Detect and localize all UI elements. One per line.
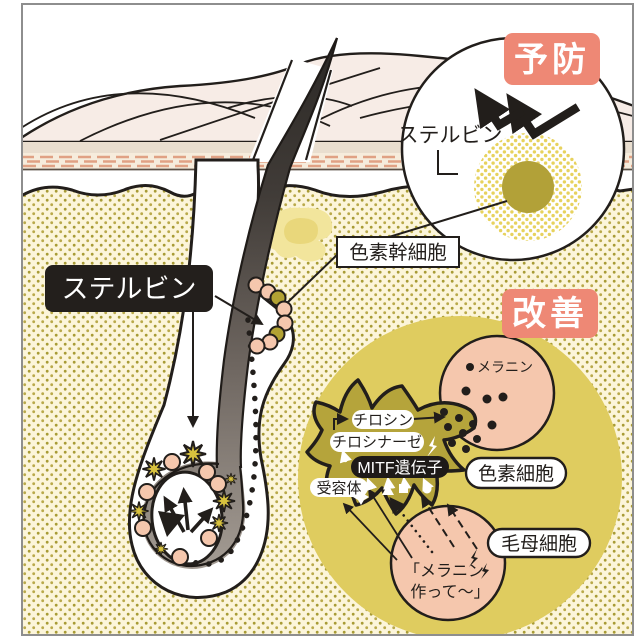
melanosome-dots	[440, 408, 481, 453]
improvement-badge-label: 改善	[512, 295, 588, 333]
pigment-cell-label: 色素細胞	[478, 463, 554, 485]
magnifier-sterubin-label: ステルビン	[398, 124, 503, 147]
tyrosinase-pill: チロシナーゼ	[330, 432, 424, 452]
square-ligand-icon	[399, 484, 408, 493]
mitf-gene-label: MITF遺伝子	[357, 459, 442, 477]
migration-dotted-path	[185, 317, 259, 567]
enzyme-arrows	[333, 411, 446, 430]
hair-matrix-cell-label: 毛母細胞	[501, 533, 577, 555]
signal-arrows	[342, 488, 478, 561]
sterubin-box-label: ステルビン	[62, 274, 197, 304]
pigment-stem-cell-label: 色素幹細胞	[349, 241, 447, 264]
melanin-label: メラニン	[477, 359, 533, 375]
dermis-top-border	[22, 184, 197, 198]
white-signal-arrows	[339, 449, 434, 492]
speech-text-line1: 「メラニン	[404, 562, 484, 580]
frame-border	[21, 3, 634, 636]
improvement-view: メラニン 「メラニン 作って〜」	[298, 289, 622, 635]
tyrosinase-label: チロシナーゼ	[332, 434, 422, 451]
pigment-stem-cell-box: 色素幹細胞	[336, 236, 460, 268]
improvement-badge: 改善	[502, 289, 598, 338]
papilla-triangle	[158, 511, 185, 537]
hair-matrix-cell-pill: 毛母細胞	[486, 527, 592, 559]
pigment-cell-pill: 色素細胞	[464, 456, 568, 490]
sterubin-label-bracket	[437, 150, 458, 175]
follicle-funnel	[248, 58, 333, 162]
receptor-label: 受容体	[316, 480, 361, 497]
prevention-badge-label: 予防	[514, 41, 590, 79]
tyrosine-label: チロシン	[353, 412, 413, 429]
prevention-view: ステルビン 予防	[286, 33, 626, 304]
prevention-badge: 予防	[504, 33, 600, 85]
receptor-pill: 受容体	[310, 478, 368, 497]
sterubin-box: ステルビン	[45, 265, 264, 428]
speech-spark-icons	[469, 549, 489, 579]
pigment-stem-cell-cluster	[247, 276, 294, 355]
sparkle-receptor-icon	[353, 489, 369, 505]
mitf-gene-pill: MITF遺伝子	[351, 456, 449, 478]
activation-spark-icon	[427, 436, 437, 457]
tyrosine-pill: チロシン	[352, 410, 414, 429]
epidermis-basal-band	[22, 142, 633, 153]
bulb-pigment-cells	[134, 453, 227, 566]
sterubin-arrow-to-stem-cells	[214, 295, 264, 326]
sebaceous-gland	[267, 207, 333, 262]
sterubin-particle	[502, 161, 554, 213]
speech-text-line2: 作って〜」	[410, 583, 489, 601]
uv-bounce-arrows	[474, 88, 581, 140]
